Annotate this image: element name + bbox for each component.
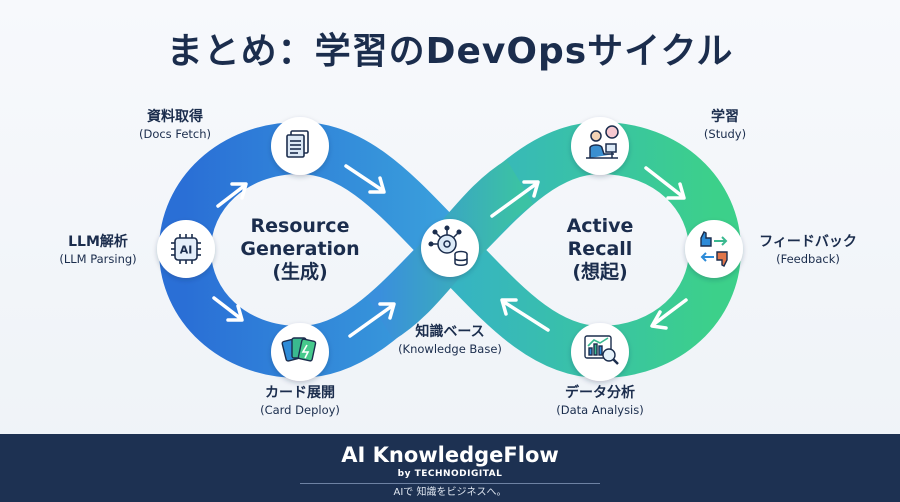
thumbs-up-down-icon [700,231,728,267]
label-card-deploy-main: カード展開 [265,385,335,401]
label-knowledge-base: 知識ベース (Knowledge Base) [380,323,520,357]
left-loop-title: Resource Generation (生成) [230,215,370,284]
right-loop-title: Active Recall (想起) [550,215,650,284]
documents-icon [286,130,309,158]
arrow-right-top-right [644,166,686,200]
label-knowledge-base-main: 知識ベース [415,324,485,340]
label-card-deploy: カード展開 (Card Deploy) [240,384,360,418]
cards-icon [281,337,317,362]
footer-divider [300,483,600,484]
left-loop-line3: (生成) [272,261,328,283]
left-loop-line1: Resource [250,215,350,237]
right-loop-line1: Active [566,215,634,237]
label-docs-fetch: 資料取得 (Docs Fetch) [110,108,240,142]
person-studying-icon [586,125,619,159]
label-docs-fetch-main: 資料取得 [147,109,203,125]
label-llm-parsing-main: LLM解析 [68,234,128,250]
arrow-left-top-right [344,164,386,194]
label-llm-parsing-sub: (LLM Parsing) [59,252,137,266]
ai-chip-icon [171,234,201,264]
brain-database-icon [428,225,468,266]
label-data-analysis-main: データ分析 [565,385,635,401]
label-feedback: フィードバック (Feedback) [748,233,868,267]
footer-by: by TECHNODIGITAL [397,469,503,479]
infinity-loop-diagram: AI [157,117,743,381]
label-knowledge-base-sub: (Knowledge Base) [398,342,502,356]
label-docs-fetch-sub: (Docs Fetch) [138,127,211,141]
label-data-analysis: データ分析 (Data Analysis) [540,384,660,418]
label-data-analysis-sub: (Data Analysis) [556,403,644,417]
label-card-deploy-sub: (Card Deploy) [260,403,340,417]
flow-arrows [212,164,688,338]
arrow-right-bottom-left [500,298,550,332]
label-llm-parsing: LLM解析 (LLM Parsing) [38,233,158,267]
arrow-left-bottom-right [348,302,396,338]
label-study-main: 学習 [711,109,739,125]
label-feedback-sub: (Feedback) [776,252,840,266]
left-loop-line2: Generation [240,238,360,260]
footer-brand: AI KnowledgeFlow [341,443,559,467]
footer-bar: AI KnowledgeFlow by TECHNODIGITAL AIで 知識… [0,434,900,502]
right-loop-line2: Recall [567,238,633,260]
label-feedback-main: フィードバック [759,234,857,250]
arrow-right-bottom-right [650,298,688,330]
arrow-left-top-left [216,182,248,208]
label-study-sub: (Study) [703,127,747,141]
ai-chip-text: AI [180,244,193,257]
chart-magnifier-icon [584,335,619,365]
arrow-right-top-left [490,180,540,218]
slide-title: まとめ：学習のDevOpsサイクル [166,31,734,72]
footer-tagline: AIで 知識をビジネスへ。 [393,487,507,498]
right-loop-line3: (想起) [572,261,628,283]
label-study: 学習 (Study) [680,108,770,142]
node-circle-feedback [685,220,743,278]
arrow-left-bottom-left [212,296,244,322]
